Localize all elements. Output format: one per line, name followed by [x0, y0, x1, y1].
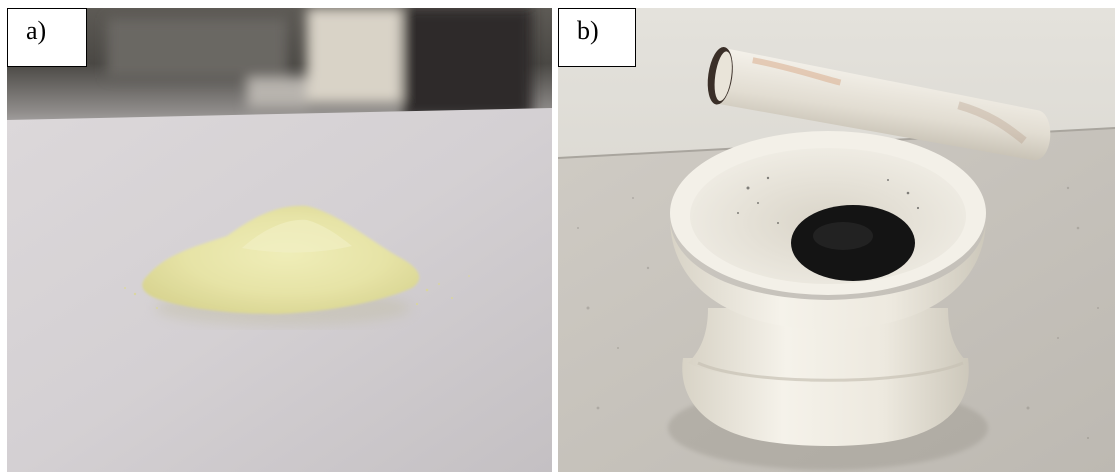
counter-speckles: [577, 186, 1099, 440]
panel-label-a: a): [7, 8, 87, 67]
photo-panel-b: b): [558, 8, 1115, 472]
mortar: [668, 131, 988, 470]
photo-panel-a: a): [7, 8, 552, 472]
panel-label-b: b): [558, 8, 636, 67]
yellow-powder-photo: [7, 8, 552, 472]
mortar-pestle-photo: [558, 8, 1115, 472]
pestle: [707, 47, 1051, 161]
blurred-background-objects: [107, 8, 532, 118]
powder-pile: [124, 205, 470, 326]
